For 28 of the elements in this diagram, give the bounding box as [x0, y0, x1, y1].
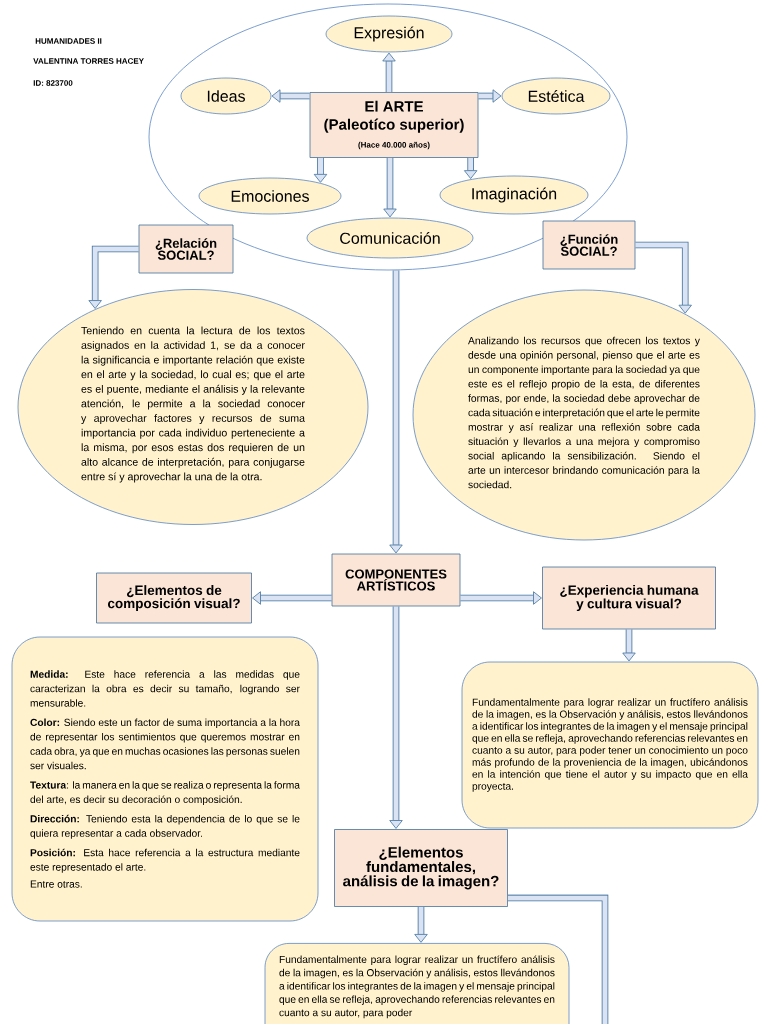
text-box: Medida: Este hace referencia a las medidas que caracterizan la obra es decir su tamaño, logrando ser mensurable. Color: Siendo este un factor de suma importancia a la hora de representar los sentimientos que queremos mostrar en cada obra, ya que en muchas ocasiones las personas suelen ser visuales. Textura: la manera en la que se realiza o representa la forma del arte, es decir su decoración o composición. Dirección: Teniendo esta la dependencia de lo que se le quiera representar a cada observador. Posición: Esta hace referencia a la estructura mediante este representado el arte. Entre otras. — [11, 636, 319, 922]
block-arrow — [478, 89, 502, 103]
block-arrow — [383, 157, 397, 218]
concept-ellipse — [148, 3, 628, 271]
block-arrow — [414, 906, 428, 943]
block-arrow — [389, 606, 403, 829]
block-arrow — [460, 591, 542, 605]
question-box: ¿Elementos de composición visual? — [96, 572, 252, 624]
block-arrow — [313, 157, 328, 183]
title-box: El ARTE (Paleotíco superior) (Hace 40.000 años) — [309, 92, 479, 158]
header-text: ID: 823700 — [33, 80, 73, 86]
block-arrow — [271, 89, 310, 103]
block-arrow — [635, 241, 692, 314]
block-arrow — [382, 52, 396, 93]
question-box: ¿Experiencia humana y cultura visual? — [542, 566, 716, 630]
block-arrow — [464, 157, 478, 179]
block-arrow — [252, 591, 332, 605]
block-arrow — [622, 629, 636, 662]
question-box: ¿Elementos fundamentales, análisis de la imagen? — [334, 829, 508, 907]
question-box: ¿Función SOCIAL? — [542, 220, 636, 270]
text-box: Fundamentalmente para lograr realizar un fructífero análisis de la imagen, es la Observación y análisis, estos llevándonos a identificar los integrantes de la imagen y el mensaje principal que en ella se refleja, aprovechando referencias relevantes en cuanto a su autor, para poder — [264, 943, 570, 1024]
header-text: HUMANIDADES II — [35, 38, 102, 44]
text-box: Fundamentalmente para lograr realizar un fructífero análisis de la imagen, es la Observación y análisis, estos llevándonos a identificar los integrantes de la imagen y el mensaje principal que en ella se refleja, aprovechando referencias relevantes en cuanto a su autor, para poder tener un conocimiento un poco más profundo de la proveniencia de la imagen, ubicándonos en la intención que tiene el autor y su impacto que en ella proyecta. — [461, 661, 759, 829]
block-arrow — [389, 270, 403, 554]
question-box: ¿Relación SOCIAL? — [138, 224, 234, 274]
block-arrow — [88, 245, 139, 309]
header-text: VALENTINA TORRES HACEY — [33, 58, 144, 64]
question-box: COMPONENTES ARTÍSTICOS — [331, 553, 461, 607]
